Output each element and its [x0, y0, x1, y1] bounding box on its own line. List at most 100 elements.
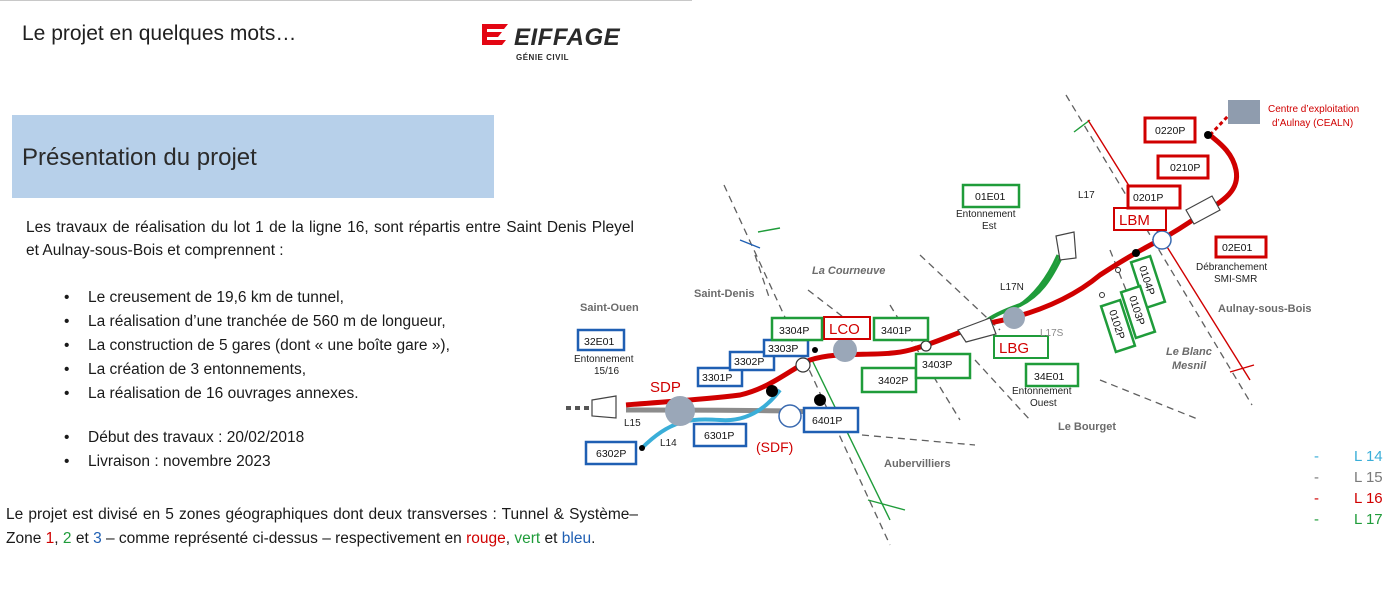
zone-2: 2	[62, 530, 72, 547]
color-red-word: rouge	[466, 530, 506, 547]
town-le-bourget: Le Bourget	[1058, 421, 1116, 433]
list-item: Le creusement de 19,6 km de tunnel,	[64, 286, 450, 310]
zones-sep: et	[71, 530, 94, 547]
color-blue-word: bleu	[561, 530, 592, 547]
box-3402p: 3402P	[878, 375, 908, 387]
box-3301p: 3301P	[702, 372, 732, 384]
color-green-word: vert	[514, 530, 541, 547]
logo-subtitle: GÉNIE CIVIL	[516, 53, 570, 62]
legend-item-l15: - L 15	[1314, 467, 1394, 488]
legend-dash: -	[1314, 511, 1319, 528]
legend-item-l17: - L 17	[1314, 509, 1394, 530]
town-aulnay: Aulnay-sous-Bois	[1218, 303, 1312, 315]
box-3401p: 3401P	[881, 325, 911, 337]
zones-sep: ,	[505, 530, 515, 547]
section-header: Présentation du projet	[12, 115, 494, 198]
label-l14: L14	[660, 438, 677, 449]
label-ent-est: Entonnement	[956, 209, 1016, 220]
station-lbm: LBM	[1119, 212, 1150, 229]
portal-symbols	[591, 195, 1221, 419]
section-title: Présentation du projet	[22, 144, 257, 171]
l16-line	[625, 212, 1202, 408]
town-mesnil: Mesnil	[1172, 360, 1207, 372]
logo-wordmark: EIFFAGE	[514, 24, 621, 51]
legend-label: L 14	[1354, 448, 1383, 465]
town-aubervilliers: Aubervilliers	[884, 458, 951, 470]
line-legend: - L 14 - L 15 - L 16 - L 17	[1314, 446, 1394, 530]
box-3304p: 3304P	[779, 325, 809, 337]
station-labels: SDP (SDF)	[650, 379, 793, 455]
eiffage-logo-mark	[482, 24, 508, 45]
box-6301p: 6301P	[704, 430, 734, 442]
legend-label: L 17	[1354, 511, 1383, 528]
town-labels: Saint-Ouen Saint-Denis La Courneuve Aube…	[580, 265, 1312, 470]
page-title: Le projet en quelques mots…	[22, 22, 297, 45]
zone-1: 1	[45, 530, 55, 547]
line-16-map: Saint-Ouen Saint-Denis La Courneuve Aube…	[566, 94, 1359, 546]
label-l17s: L17S	[1040, 328, 1064, 339]
label-ent-1516-num: 15/16	[594, 366, 619, 377]
ceal-building	[1228, 100, 1260, 124]
zones-sep: ,	[54, 530, 63, 547]
station-lco: LCO	[829, 321, 860, 338]
box-32e01: 32E01	[584, 336, 615, 348]
legend-dash: -	[1314, 469, 1319, 486]
town-le-blanc: Le Blanc	[1166, 346, 1212, 358]
structure-boxes: 32E01 3301P 3302P 3303P 3304P 3401P 3402…	[576, 116, 1268, 466]
intro-paragraph: Les travaux de réalisation du lot 1 de l…	[26, 219, 634, 259]
box-0201p: 0201P	[1133, 192, 1163, 204]
box-34e01: 34E01	[1034, 371, 1065, 383]
label-smi-smr: SMI-SMR	[1214, 274, 1257, 285]
legend-item-l14: - L 14	[1314, 446, 1394, 467]
legend-label: L 15	[1354, 469, 1383, 486]
zones-sep: et	[540, 530, 562, 547]
label-l17: L17	[1078, 190, 1095, 201]
start-date: Début des travaux : 20/02/2018	[64, 426, 304, 450]
label-l15: L15	[624, 418, 641, 429]
shaft-markers	[639, 131, 1212, 451]
legend-label: L 16	[1354, 490, 1383, 507]
box-0210p: 0210P	[1170, 162, 1200, 174]
box-02e01: 02E01	[1222, 242, 1253, 254]
box-3403p: 3403P	[922, 359, 952, 371]
station-sdp: SDP	[650, 379, 681, 396]
legend-dash: -	[1314, 490, 1319, 507]
annotation-labels: Entonnement 15/16 Entonnement Est Entonn…	[574, 104, 1359, 449]
l14-line	[640, 388, 782, 450]
zones-text: Le projet est divisé en 5 zones géograph…	[6, 506, 638, 547]
list-item: La construction de 5 gares (dont « une b…	[64, 334, 450, 358]
label-ceal: Centre d’exploitation	[1268, 104, 1359, 115]
zones-paragraph: Le projet est divisé en 5 zones géograph…	[6, 503, 638, 551]
box-6401p: 6401P	[812, 415, 842, 427]
l16-branch-ceal	[1198, 133, 1240, 218]
box-3302p: 3302P	[734, 356, 764, 368]
list-item: La réalisation d’une tranchée de 560 m d…	[64, 310, 450, 334]
label-debranchement: Débranchement	[1196, 262, 1267, 273]
delivery-date: Livraison : novembre 2023	[64, 450, 304, 474]
list-item: La réalisation de 16 ouvrages annexes.	[64, 382, 450, 406]
label-ent-ouest: Entonnement	[1012, 386, 1072, 397]
zones-end: .	[591, 530, 596, 547]
station-lbg: LBG	[999, 340, 1029, 357]
top-rule	[0, 0, 692, 1]
label-cealn: d’Aulnay (CEALN)	[1272, 118, 1353, 129]
eiffage-logo: EIFFAGE GÉNIE CIVIL	[480, 22, 620, 66]
town-la-courneuve: La Courneuve	[812, 265, 885, 277]
town-saint-denis: Saint-Denis	[694, 288, 755, 300]
legend-dash: -	[1314, 448, 1319, 465]
town-saint-ouen: Saint-Ouen	[580, 302, 639, 314]
box-6302p: 6302P	[596, 448, 626, 460]
label-l17n: L17N	[1000, 282, 1024, 293]
box-3303p: 3303P	[768, 343, 798, 355]
zone-3: 3	[93, 530, 102, 547]
station-boxes: LCO LBG LBM	[823, 207, 1167, 359]
legend-item-l16: - L 16	[1314, 488, 1394, 509]
zones-text: – comme représenté ci-dessus – respectiv…	[101, 530, 467, 547]
label-ent-ouest-dir: Ouest	[1030, 398, 1057, 409]
stations	[665, 230, 1172, 428]
station-sdf: (SDF)	[756, 439, 793, 455]
list-item: La création de 3 entonnements,	[64, 358, 450, 382]
label-ent-est-dir: Est	[982, 221, 997, 232]
box-0220p: 0220P	[1155, 125, 1185, 137]
label-ent-1516: Entonnement	[574, 354, 634, 365]
